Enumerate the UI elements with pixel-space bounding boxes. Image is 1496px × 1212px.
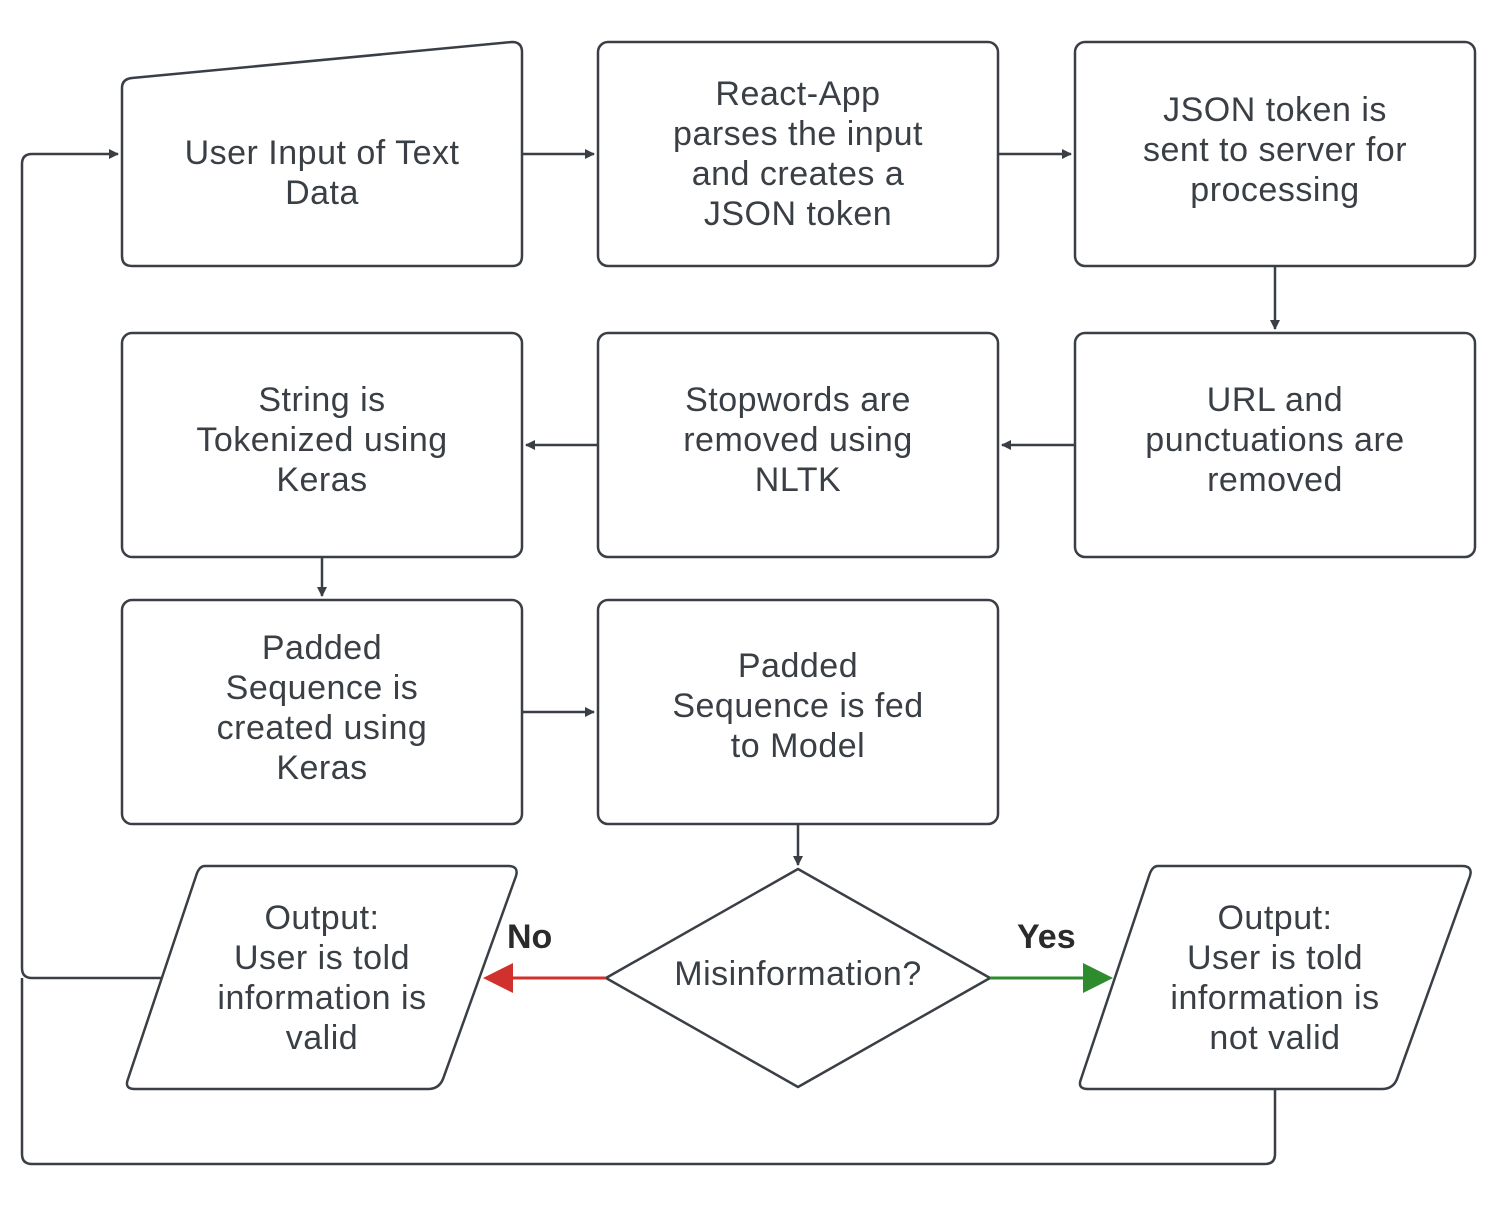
- node-user-input-shape: [120, 40, 524, 268]
- node-output-valid-label: Output: User is told information is vali…: [217, 898, 427, 1057]
- node-decision-label: Misinformation?: [674, 955, 922, 993]
- node-json-sent-label: JSON token is sent to server for process…: [1142, 91, 1408, 209]
- node-url-removed-label: URL and punctuations are removed: [1145, 381, 1405, 499]
- node-output-not-valid-label: Output: User is told information is not …: [1170, 898, 1380, 1057]
- node-padded-created-label: Padded Sequence is created using Keras: [216, 629, 428, 787]
- edge-not-valid-loop-back: [20, 978, 1277, 1166]
- node-tokenized-label: String is Tokenized using Keras: [196, 381, 448, 499]
- edge-yes-label: Yes: [1017, 918, 1076, 956]
- node-user-input-label: User Input of Text Data: [184, 134, 460, 212]
- node-output-not-valid-shape: [1078, 864, 1472, 1091]
- node-output-valid-shape: [125, 864, 518, 1091]
- node-react-app-label: React-App parses the input and creates a…: [673, 75, 923, 233]
- node-padded-fed-label: Padded Sequence is fed to Model: [672, 647, 924, 765]
- edge-valid-loop-back: [20, 149, 162, 980]
- edge-no-label: No: [507, 918, 553, 956]
- node-decision-shape: [604, 867, 992, 1089]
- node-stopwords-label: Stopwords are removed using NLTK: [683, 381, 913, 499]
